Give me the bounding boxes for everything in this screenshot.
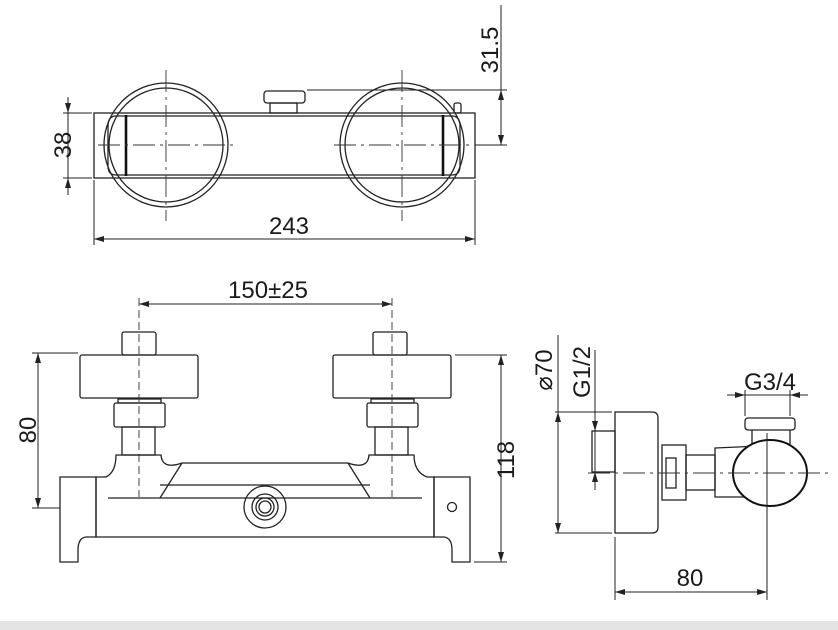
side-disc xyxy=(614,411,659,534)
top-pin xyxy=(453,102,462,114)
top-body xyxy=(93,112,476,179)
dim-243: 243 xyxy=(269,213,309,240)
dim-31-5: 31.5 xyxy=(477,27,504,74)
dim-diameter-70: ⌀70 xyxy=(531,349,558,390)
outlet xyxy=(243,485,287,529)
dim-38: 38 xyxy=(50,132,77,159)
front-view: 150±25 80 118 xyxy=(15,277,520,563)
bottom-bar xyxy=(0,621,838,630)
dim-80-side: 80 xyxy=(677,565,704,592)
dim-118: 118 xyxy=(493,441,520,479)
top-knob xyxy=(263,90,306,104)
dim-g1-2: G1/2 xyxy=(569,346,596,398)
dim-80-front: 80 xyxy=(15,417,42,444)
dim-150-25: 150±25 xyxy=(228,277,308,304)
front-body xyxy=(95,454,435,538)
side-view: ⌀70 G1/2 G3/4 80 xyxy=(531,335,832,600)
dim-g3-4: G3/4 xyxy=(744,369,796,396)
top-view: 38 31.5 243 xyxy=(50,5,507,245)
